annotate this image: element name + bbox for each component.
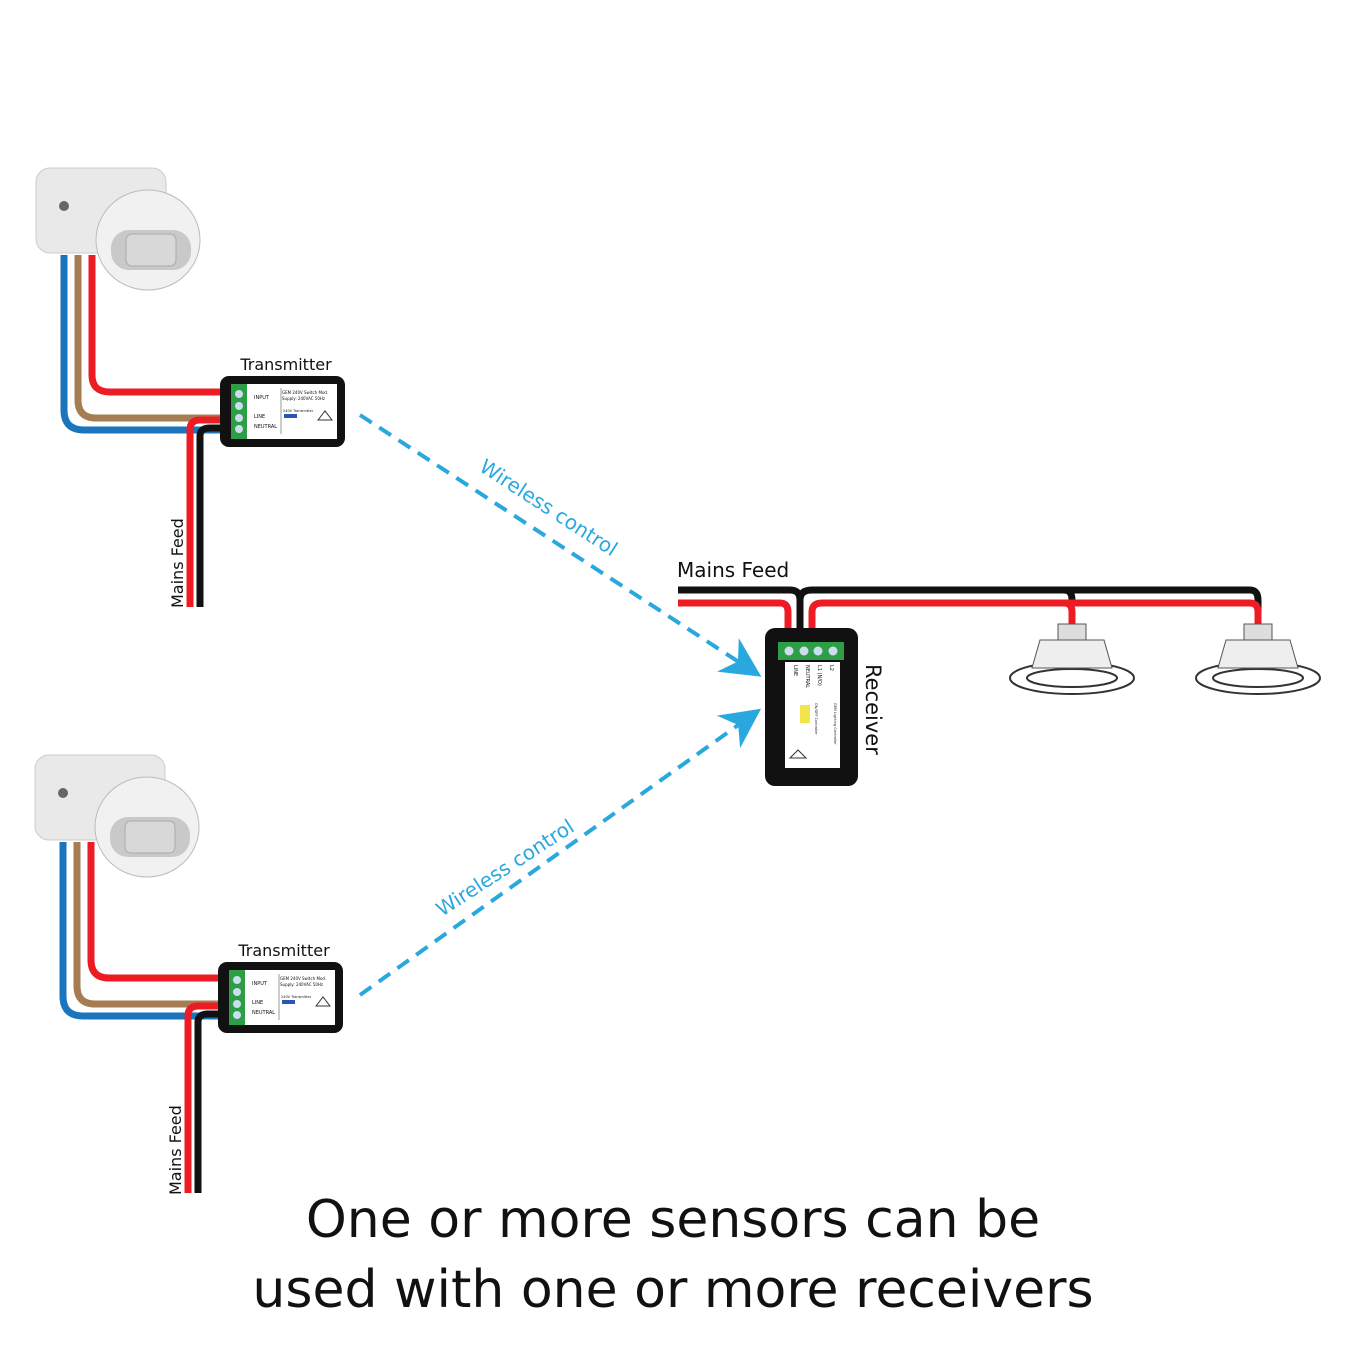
svg-text:INPUT: INPUT (254, 395, 270, 401)
svg-text:240V Transmitter: 240V Transmitter (281, 995, 312, 999)
svg-text:LINE: LINE (252, 1000, 263, 1006)
downlight-1 (1009, 623, 1135, 695)
wireless-label-1: Wireless control (475, 454, 622, 561)
svg-text:ON/OFF Controller: ON/OFF Controller (814, 703, 818, 735)
wireless-label-2: Wireless control (432, 814, 579, 921)
svg-text:Supply: 240VAC 50Hz: Supply: 240VAC 50Hz (282, 396, 325, 401)
transmitter-1-label: Transmitter (239, 355, 332, 374)
svg-text:LINE: LINE (254, 414, 265, 420)
wireless-link-2 (358, 708, 762, 997)
wireless-link-1 (358, 413, 762, 677)
receiver-wires (678, 586, 1262, 632)
svg-text:Supply: 240VAC 50Hz: Supply: 240VAC 50Hz (280, 982, 323, 987)
svg-text:INPUT: INPUT (252, 981, 268, 987)
receiver (765, 628, 858, 786)
caption-line-2: used with one or more receivers (252, 1260, 1094, 1320)
svg-text:GEM 240V Switch Mod.: GEM 240V Switch Mod. (280, 976, 326, 981)
transmitter-1-terminal-labels: INPUT LINE NEUTRAL GEM 240V Switch Mod. … (254, 390, 328, 430)
mains-feed-label-1: Mains Feed (168, 518, 187, 608)
sensor-2-wires (59, 842, 223, 1193)
receiver-mains-feed-label: Mains Feed (677, 558, 789, 582)
svg-text:LINE: LINE (792, 665, 798, 676)
svg-text:NEUTRAL: NEUTRAL (252, 1010, 275, 1016)
svg-text:GEM Lighting Controller: GEM Lighting Controller (833, 703, 837, 745)
svg-text:L1 (N/O): L1 (N/O) (816, 665, 822, 686)
receiver-terminal-labels: L2 L1 (N/O) NEUTRAL LINE GEM Lighting Co… (792, 665, 837, 745)
svg-text:NEUTRAL: NEUTRAL (804, 665, 810, 688)
caption-line-1: One or more sensors can be (305, 1190, 1041, 1250)
sensor-1-wires (60, 255, 225, 607)
svg-text:L2: L2 (828, 665, 834, 671)
svg-text:240V Transmitter: 240V Transmitter (283, 409, 314, 413)
transmitter-2-terminal-labels: INPUT LINE NEUTRAL GEM 240V Switch Mod. … (252, 976, 326, 1016)
transmitter-2-label: Transmitter (237, 941, 330, 960)
svg-text:GEM 240V Switch Mod.: GEM 240V Switch Mod. (282, 390, 328, 395)
mains-feed-label-2: Mains Feed (166, 1105, 185, 1195)
svg-text:NEUTRAL: NEUTRAL (254, 424, 277, 430)
receiver-label: Receiver (861, 664, 885, 755)
downlight-2 (1195, 623, 1321, 695)
